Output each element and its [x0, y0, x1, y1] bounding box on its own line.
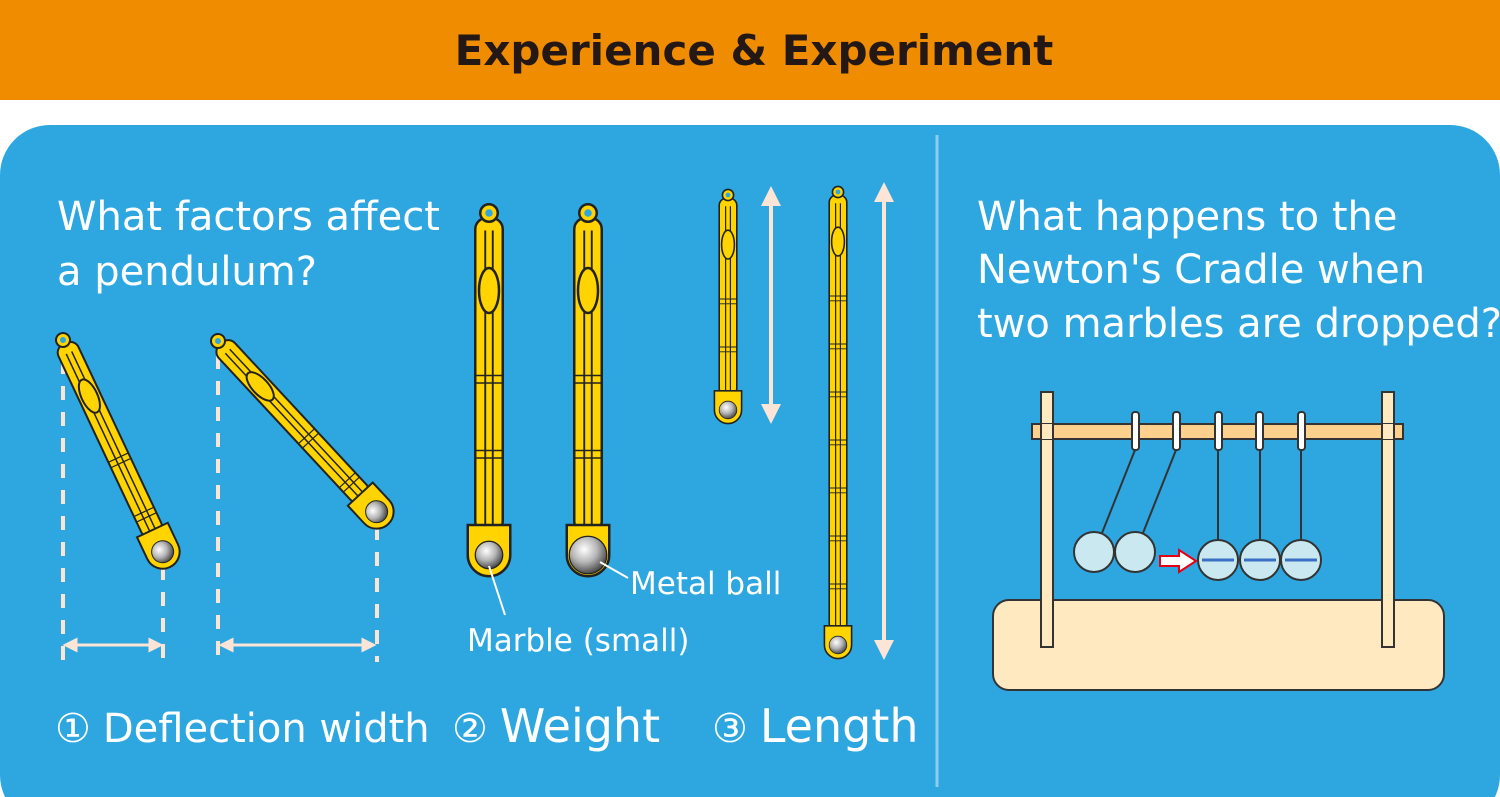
cradle-left-post — [1040, 391, 1054, 648]
left-question-line-1: What factors affect — [57, 194, 440, 240]
pendulum-marble-weight — [466, 203, 512, 578]
metal-ball-label: Metal ball — [630, 566, 781, 602]
right-question-line-2: Newton's Cradle when — [977, 247, 1425, 293]
dropped-ball — [1073, 531, 1115, 573]
cradle-base — [992, 599, 1445, 691]
marble-callout — [488, 565, 506, 616]
pendulum-large-deflection — [210, 333, 395, 530]
right-question-line-1: What happens to the — [977, 194, 1398, 240]
cradle-right-post — [1381, 391, 1395, 648]
pendulum-small-deflection — [55, 332, 181, 570]
dropped-ball — [1114, 531, 1156, 573]
right-question-line-3: two marbles are dropped? — [977, 301, 1500, 347]
metal-ball-callout — [599, 561, 629, 579]
cradle-strings — [1101, 449, 1302, 540]
pendulum-metal-weight — [565, 203, 611, 578]
pendulum-short-length — [713, 188, 743, 425]
marble — [474, 540, 504, 570]
marble — [718, 400, 738, 420]
marble-label: Marble (small) — [467, 623, 689, 659]
length-arrows — [761, 182, 894, 660]
metal-ball — [568, 535, 608, 575]
marble — [365, 500, 389, 524]
marble — [151, 540, 175, 564]
header-title: Experience & Experiment — [455, 26, 1054, 75]
left-question-line-2: a pendulum? — [57, 249, 317, 295]
newtons-cradle-illustration — [992, 391, 1445, 691]
marble — [828, 635, 848, 655]
pendulum-long-length — [823, 185, 853, 660]
impact-arrow-icon — [1159, 548, 1198, 574]
header-bar — [0, 0, 1500, 100]
